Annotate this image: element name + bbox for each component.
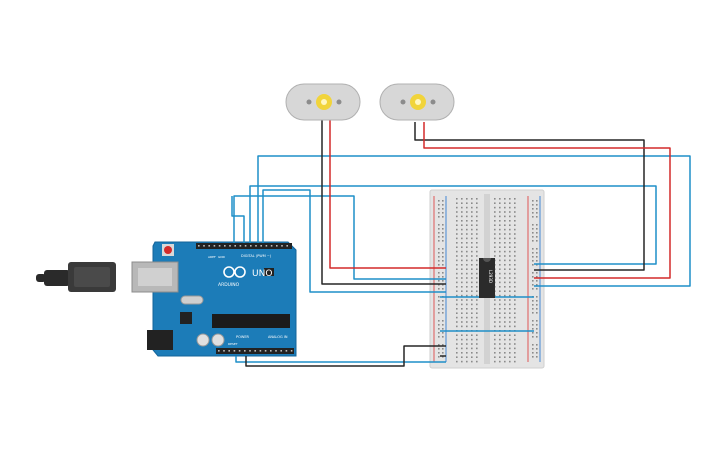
wire-red[interactable] <box>329 120 446 269</box>
usb-cable <box>44 270 70 286</box>
wire-blue[interactable] <box>262 189 446 293</box>
chip-label: L293D <box>488 270 493 283</box>
gnd-label: GND <box>218 255 226 259</box>
l293d-driver-chip[interactable]: L293D <box>479 258 495 298</box>
board-model-label: UNO <box>252 269 272 279</box>
dc-motor-left[interactable] <box>285 83 361 121</box>
wire-black[interactable] <box>321 120 446 285</box>
crystal <box>180 295 204 305</box>
dc-motor-right[interactable] <box>379 83 455 121</box>
atmega-chip <box>212 314 290 328</box>
capacitor <box>211 333 225 347</box>
usb-cable-plug-tip <box>36 274 46 282</box>
arduino-logo-text: ARDUINO <box>218 282 240 288</box>
reset-label: RESET <box>228 342 238 346</box>
analog-in-label: ANALOG IN <box>268 335 288 339</box>
arduino-logo <box>223 266 246 278</box>
wire-black[interactable] <box>245 345 446 367</box>
arduino-uno-board[interactable]: ARDUINO UNO DIGITAL (PWM ~) POWER ANALOG… <box>36 241 297 357</box>
digital-header <box>196 243 292 249</box>
breadboard-holes <box>438 198 538 363</box>
wire-blue[interactable] <box>235 356 446 363</box>
power-jack[interactable] <box>147 330 173 350</box>
wire-black[interactable] <box>414 122 645 271</box>
wire-red[interactable] <box>423 122 671 279</box>
wire-blue[interactable] <box>257 155 691 287</box>
wires <box>231 120 691 367</box>
capacitor <box>196 333 210 347</box>
small-ic <box>180 312 192 324</box>
aref-label: AREF <box>208 255 216 259</box>
wire-blue[interactable] <box>233 195 446 280</box>
wire-blue[interactable] <box>249 185 657 265</box>
wire-blue[interactable] <box>231 196 245 243</box>
power-label: POWER <box>236 335 250 339</box>
digital-pins-label: DIGITAL (PWM ~) <box>241 254 272 258</box>
small-ic <box>264 268 274 276</box>
